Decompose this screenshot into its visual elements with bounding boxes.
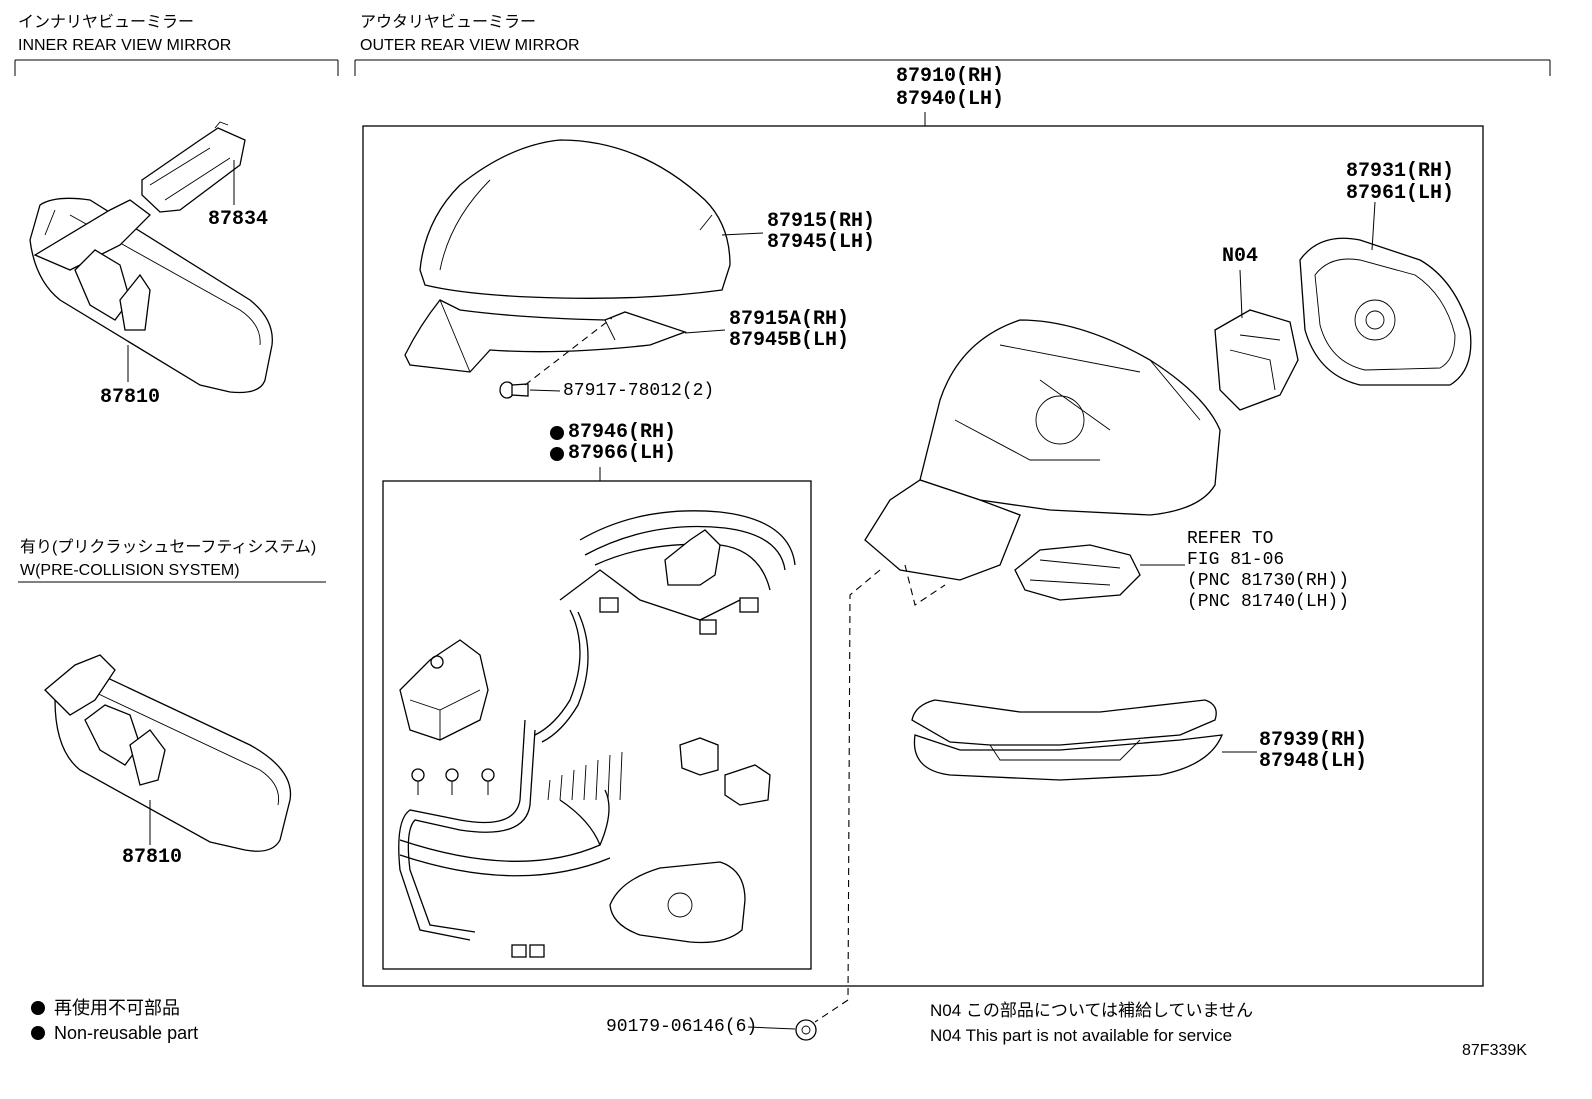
screw-drawing bbox=[499, 317, 613, 399]
part-number-87946-rh[interactable]: 87946(RH) bbox=[568, 421, 677, 444]
mirror-cover-lower-drawing bbox=[404, 299, 726, 373]
outer-section-bracket bbox=[354, 59, 1551, 76]
inner-mirror-pcs-drawing bbox=[44, 654, 292, 852]
part-number-87915a-rh[interactable]: 87915A(RH) bbox=[729, 308, 850, 331]
harness-frame bbox=[382, 480, 812, 970]
part-number-87966-lh[interactable]: 87966(LH) bbox=[568, 442, 677, 465]
part-number-87810-b[interactable]: 87810 bbox=[122, 846, 183, 869]
legend-bullet-en bbox=[31, 1026, 45, 1040]
nonreusable-marker-harness-rh bbox=[550, 426, 564, 440]
inner-section-bracket bbox=[14, 59, 339, 76]
mirror-housing-drawing bbox=[847, 319, 1221, 1001]
connector-housing-drawing bbox=[679, 737, 771, 806]
wire-harness-drawing bbox=[398, 510, 796, 958]
part-number-87940-lh[interactable]: 87940(LH) bbox=[896, 88, 1005, 111]
inner-section-title-en: INNER REAR VIEW MIRROR bbox=[18, 37, 232, 54]
mirror-mount-cover-drawing bbox=[141, 121, 246, 213]
mirror-motor-drawing bbox=[399, 639, 489, 741]
inner-section-title-jp: インナリヤビューミラー bbox=[18, 14, 195, 31]
inner-mirror-drawing bbox=[29, 197, 273, 394]
outer-assembly-frame bbox=[362, 125, 1484, 987]
part-number-87945b-lh[interactable]: 87945B(LH) bbox=[729, 329, 850, 352]
n04-note-jp: N04 この部品については補給していません bbox=[930, 1001, 1254, 1020]
pcs-title-jp: 有り(プリクラッシュセーフティシステム) bbox=[20, 539, 317, 556]
refer-line-3: (PNC 81730(RH)) bbox=[1187, 571, 1350, 591]
refer-line-4: (PNC 81740(LH)) bbox=[1187, 592, 1350, 612]
mirror-glass-drawing bbox=[1299, 201, 1472, 386]
part-number-87810-a[interactable]: 87810 bbox=[100, 386, 161, 409]
part-number-87910-rh[interactable]: 87910(RH) bbox=[896, 65, 1005, 88]
actuator-n04-drawing bbox=[1214, 269, 1299, 411]
part-number-87948-lh[interactable]: 87948(LH) bbox=[1259, 750, 1368, 773]
mirror-base-drawing bbox=[911, 699, 1257, 781]
bolt-drawing bbox=[747, 999, 849, 1041]
pcs-title-en: W(PRE-COLLISION SYSTEM) bbox=[20, 562, 240, 579]
outer-section-title-jp: アウタリヤビューミラー bbox=[360, 14, 537, 31]
part-number-87945-lh[interactable]: 87945(LH) bbox=[767, 231, 876, 254]
part-number-n04[interactable]: N04 bbox=[1222, 245, 1259, 268]
part-number-87939-rh[interactable]: 87939(RH) bbox=[1259, 729, 1368, 752]
refer-line-1: REFER TO bbox=[1187, 529, 1274, 549]
part-number-87931-rh[interactable]: 87931(RH) bbox=[1346, 160, 1455, 183]
part-number-87834[interactable]: 87834 bbox=[208, 208, 269, 231]
refer-line-2[interactable]: FIG 81-06 bbox=[1187, 550, 1285, 570]
part-number-87915-rh[interactable]: 87915(RH) bbox=[767, 210, 876, 233]
mirror-heater-plate-drawing bbox=[609, 861, 746, 944]
mirror-cover-drawing bbox=[419, 139, 764, 299]
part-number-87917-78012[interactable]: 87917-78012(2) bbox=[563, 381, 715, 401]
legend-nonreusable-jp: 再使用不可部品 bbox=[54, 998, 180, 1018]
nonreusable-marker-harness-lh bbox=[550, 447, 564, 461]
motor-screws-drawing bbox=[411, 768, 495, 795]
outer-section-title-en: OUTER REAR VIEW MIRROR bbox=[360, 37, 580, 54]
connector-terminals-drawing bbox=[547, 751, 623, 846]
part-number-90179-06146[interactable]: 90179-06146(6) bbox=[606, 1017, 758, 1037]
legend-nonreusable-en: Non-reusable part bbox=[54, 1023, 199, 1043]
legend-bullet-jp bbox=[31, 1001, 45, 1015]
turn-signal-drawing bbox=[1014, 544, 1185, 601]
figure-code: 87F339K bbox=[1462, 1042, 1527, 1059]
n04-note-en: N04 This part is not available for servi… bbox=[930, 1026, 1233, 1045]
part-number-87961-lh[interactable]: 87961(LH) bbox=[1346, 182, 1455, 205]
